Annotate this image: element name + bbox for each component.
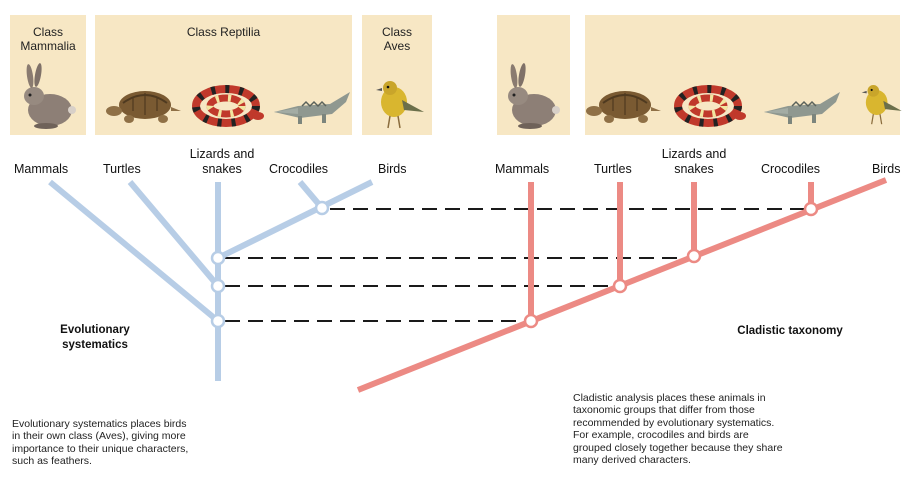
left-label-birds: Birds [378,162,406,177]
dashed-connectors [225,209,805,321]
blue-branch-mammals [50,182,218,321]
right-label-lizards-snakes: Lizards and snakes [652,147,736,177]
blue-branch-turtles [130,182,218,286]
left-label-mammals: Mammals [14,162,68,177]
blue-node-turtles [212,280,224,292]
left-label-lizards-snakes: Lizards and snakes [180,147,264,177]
blue-node-crocodiles [316,202,328,214]
left-label-turtles: Turtles [103,162,141,177]
evolutionary-nodes [212,202,328,327]
cladistic-caption: Cladistic analysis places these animals … [573,392,893,466]
red-node-lizards [688,250,700,262]
blue-node-mammals [212,315,224,327]
blue-node-lizards [212,252,224,264]
right-label-crocodiles: Crocodiles [761,162,820,177]
right-label-turtles: Turtles [594,162,632,177]
left-label-crocodiles: Crocodiles [269,162,328,177]
cladistic-taxonomy-label: Cladistic taxonomy [715,324,865,339]
blue-branch-archosaurs [218,182,372,258]
red-node-crocodiles [805,203,817,215]
evolutionary-caption: Evolutionary systematics places birds in… [12,418,302,468]
right-label-mammals: Mammals [495,162,549,177]
red-node-mammals [525,315,537,327]
evolutionary-systematics-label: Evolutionary systematics [30,323,160,353]
red-node-turtles [614,280,626,292]
right-label-birds: Birds [872,162,900,177]
